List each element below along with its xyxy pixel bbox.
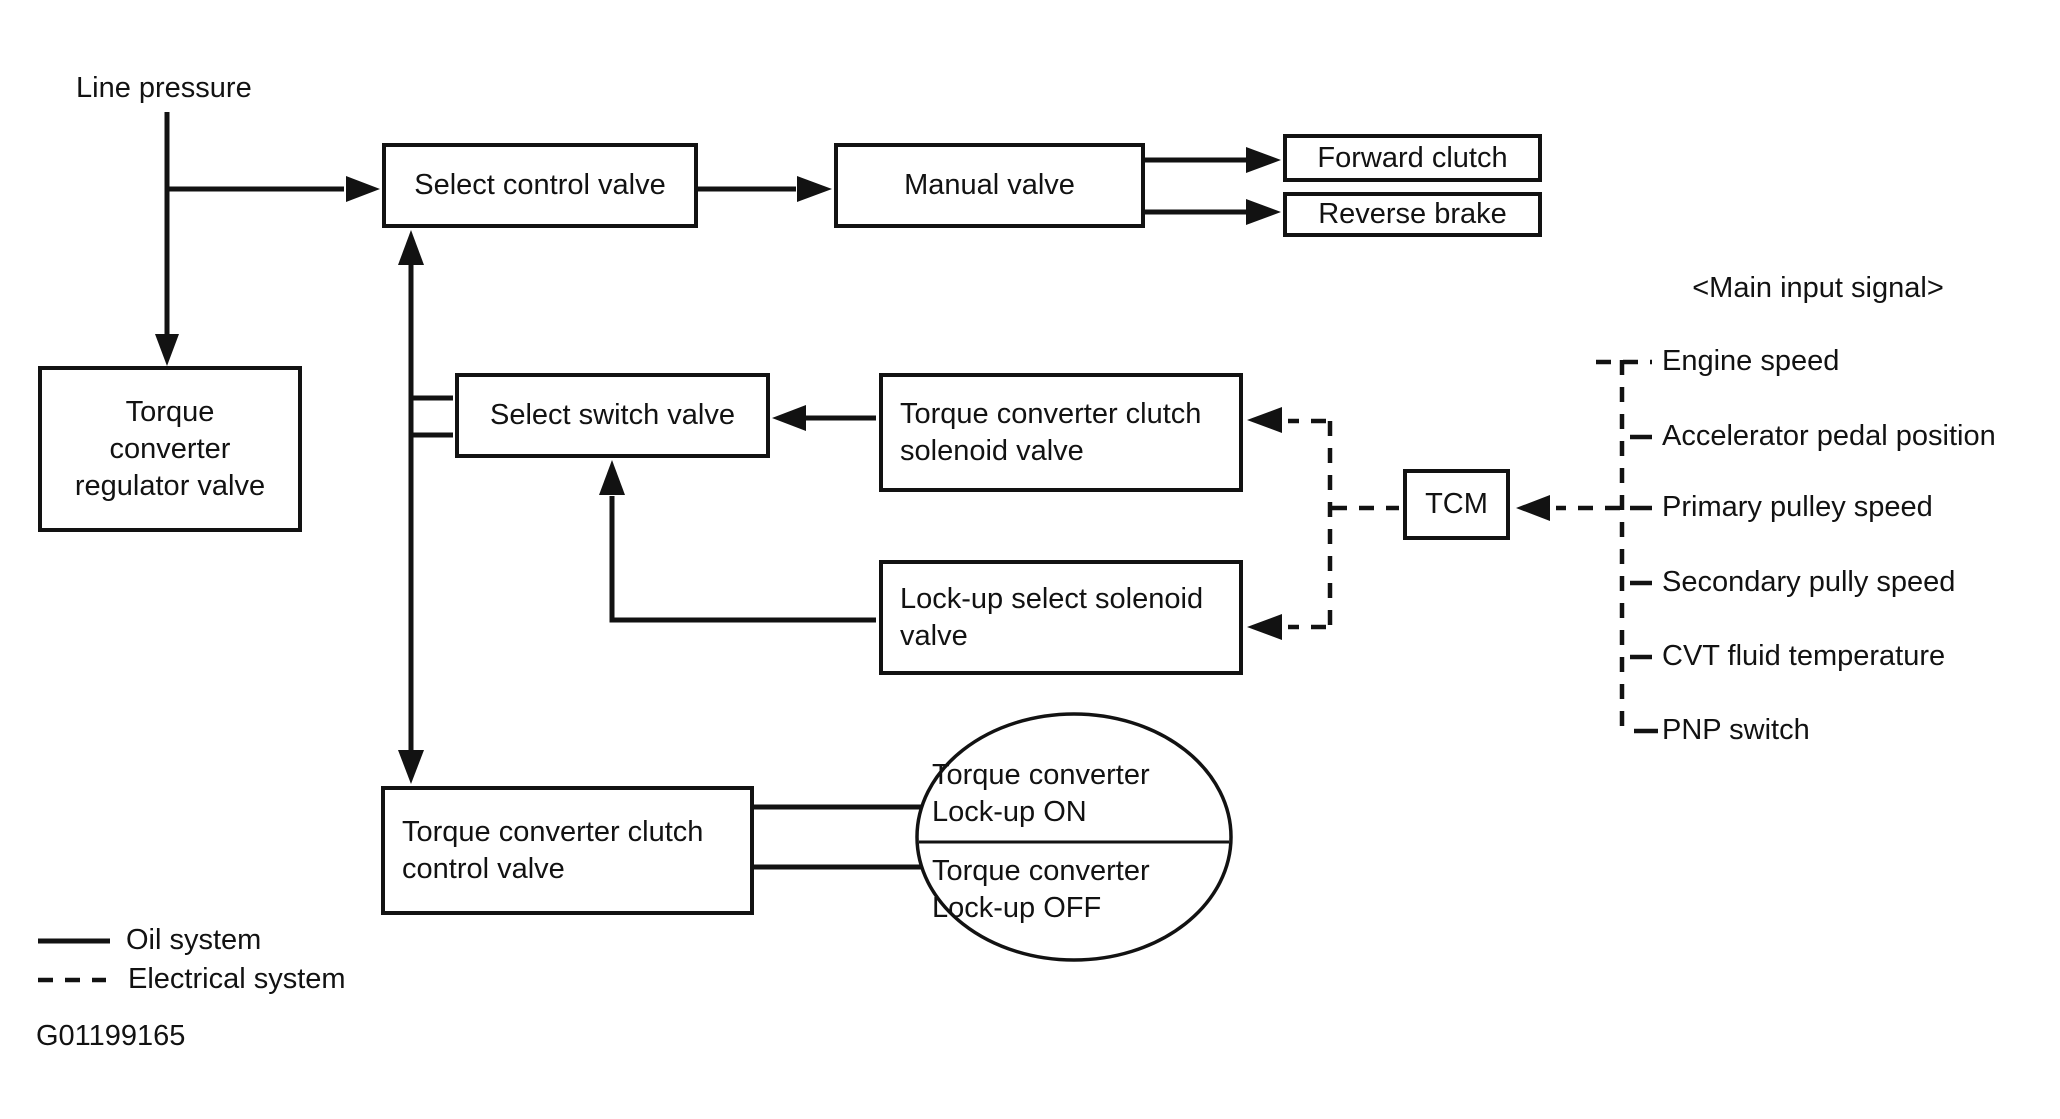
signal-item-engine-speed: Engine speed [1662, 345, 1840, 377]
arrowhead-into-select-switch-right [772, 405, 806, 431]
lockup-off-label: Torque converter Lock-up OFF [932, 855, 1150, 924]
line-pressure-label: Line pressure [76, 72, 252, 104]
lockup-select-solenoid-valve-box: Lock-up select solenoid valve [879, 560, 1243, 675]
figure-code-label: G01199165 [36, 1020, 186, 1052]
signal-item-primary-pulley-speed: Primary pulley speed [1662, 491, 1933, 523]
torque-converter-regulator-valve-box: Torque converter regulator valve [38, 366, 302, 532]
legend-oil-system-label: Oil system [126, 924, 262, 956]
select-control-valve-box: Select control valve [382, 143, 698, 228]
main-input-signal-heading: <Main input signal> [1692, 272, 1944, 304]
select-switch-valve-box: Select switch valve [455, 373, 770, 458]
lockup-to-select-switch-line [609, 496, 876, 623]
torque-converter-clutch-control-valve-box: Torque converter clutch control valve [381, 786, 754, 915]
arrowhead-into-manual [797, 176, 832, 202]
signal-item-secondary-pully-speed: Secondary pully speed [1662, 566, 1956, 598]
torque-converter-clutch-solenoid-valve-box: Torque converter clutch solenoid valve [879, 373, 1243, 492]
arrowhead-into-lockup-solenoid [1247, 614, 1282, 640]
tcm-box: TCM [1403, 469, 1510, 540]
arrowhead-into-select-switch-bottom [599, 460, 625, 495]
signal-item-pnp-switch: PNP switch [1662, 714, 1810, 746]
arrowhead-down-tccv [398, 750, 424, 784]
arrowhead-into-tcc-solenoid [1247, 407, 1282, 433]
reverse-brake-box: Reverse brake [1283, 192, 1542, 237]
arrowhead-down-regulator [155, 334, 179, 366]
arrowhead-into-tcm [1516, 495, 1550, 521]
lockup-on-label: Torque converter Lock-up ON [932, 759, 1150, 828]
arrowhead-into-reverse-brake [1246, 199, 1281, 225]
signal-item-cvt-fluid-temperature: CVT fluid temperature [1662, 640, 1946, 672]
lockup-state-ellipse [915, 712, 1233, 962]
arrowhead-up-select-control [398, 230, 424, 265]
arrowhead-into-select-control [346, 176, 380, 202]
forward-clutch-box: Forward clutch [1283, 134, 1542, 182]
signal-item-accelerator-pedal-position: Accelerator pedal position [1662, 420, 1996, 452]
arrowhead-into-forward-clutch [1246, 147, 1281, 173]
manual-valve-box: Manual valve [834, 143, 1145, 228]
legend-electrical-system-label: Electrical system [128, 963, 346, 995]
